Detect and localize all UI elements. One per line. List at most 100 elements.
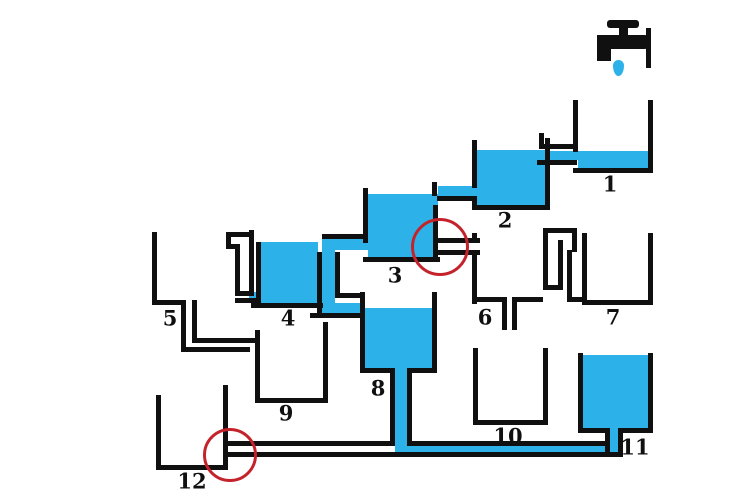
tank-2-wall-left-lower <box>472 196 477 210</box>
tank-9-wall-left <box>255 330 260 403</box>
faucet-body <box>602 35 648 49</box>
tank-12-wall-left <box>156 395 161 470</box>
branch-down-pipe-water <box>322 239 335 314</box>
right-elbow-inner-v <box>567 250 572 302</box>
tank-10-wall-left <box>473 348 478 425</box>
tank-8-drain-wall-right <box>407 368 412 446</box>
tank-8-drain-wall-left <box>390 368 395 446</box>
pipe-5-to-9-wall-outer-v <box>181 300 186 352</box>
tank-3-label: 3 <box>387 262 403 288</box>
tank-2-wall-right <box>545 138 550 208</box>
pipe-2-to-3-water <box>438 186 477 196</box>
left-elbow-mid-v <box>235 244 240 296</box>
tank-8-wall-left <box>360 292 365 373</box>
tank-5-wall-bottom <box>152 300 186 305</box>
tank-2-wall-left-upper <box>472 140 477 188</box>
tank-12-label: 12 <box>177 468 207 494</box>
water-drop-icon <box>613 60 624 76</box>
tank-11-drain-water <box>610 428 618 452</box>
tank-7-wall-bottom <box>582 300 653 305</box>
right-elbow-mid-v <box>558 240 563 290</box>
tank-11-wall-left <box>578 353 583 433</box>
faucet-mount-wall <box>646 28 651 68</box>
pipe-3-to-4-water <box>322 239 368 250</box>
pipe-5-to-9-wall-bottom <box>181 347 250 352</box>
pipe-2-to-3-wall-bottom <box>437 196 474 201</box>
tank-1-water <box>578 151 648 168</box>
tank-3-wall-left <box>363 188 368 243</box>
right-elbow-tall-v <box>543 228 548 290</box>
branch-pipe-inner-wall-v <box>335 252 340 298</box>
tank-11-drain-wall-left <box>605 428 610 452</box>
tank-2-water <box>477 150 545 205</box>
tank-4-wall-bottom <box>251 303 323 308</box>
right-elbow-low-h1 <box>543 285 563 290</box>
pipe-5-to-9-wall-inner-v <box>192 300 197 343</box>
tank-11-water <box>583 355 648 428</box>
pipe-2-to-1-water <box>550 151 578 160</box>
tank-9-label: 9 <box>278 400 294 426</box>
tank-6-wall-left-upper <box>472 233 477 240</box>
right-elbow-outer-v <box>572 228 577 252</box>
tank-2-wall-bottom <box>472 205 550 210</box>
tank-7-wall-left <box>582 233 587 305</box>
tank-1-wall-bottom <box>573 168 653 173</box>
tank-11-wall-bottom-right <box>618 428 653 433</box>
tank-8-wall-bottom-left <box>360 368 390 373</box>
tank-7-wall-right <box>648 233 653 305</box>
tank-10-wall-right <box>543 348 548 425</box>
faucet-handle-stem <box>619 26 628 38</box>
pipe-5-to-9-wall-top <box>192 338 256 343</box>
right-elbow-low-h2 <box>567 297 587 302</box>
tank-11-drain-wall-right <box>618 433 623 452</box>
bottom-pipe-wall-top-right <box>407 441 605 446</box>
tank-7-label: 7 <box>605 304 621 330</box>
tank-9-wall-right <box>323 322 328 403</box>
branch-pipe-wall-left <box>317 252 322 314</box>
bottom-pipe-wall-bottom <box>226 452 623 457</box>
branch-pipe-inner-wall-h <box>335 293 360 298</box>
tank-9-wall-bottom <box>255 398 328 403</box>
tank-10-wall-bottom <box>473 420 548 425</box>
pipe-2-to-1-stub <box>539 133 544 149</box>
tank-3-wall-bottom <box>363 257 440 262</box>
pipe-3-to-4-wall-top <box>322 234 368 239</box>
left-elbow-floor <box>235 298 261 303</box>
tank-12-wall-right <box>223 385 228 470</box>
left-elbow-tall-v <box>249 230 254 296</box>
tank-4-wall-left <box>256 242 261 303</box>
branch-elbow-water <box>322 303 360 313</box>
bottom-pipe-water <box>395 446 618 452</box>
tank-3-inlet-stub <box>432 182 437 196</box>
bottom-pipe-wall-top-left <box>228 441 390 446</box>
tank-6-wall-left-lower <box>472 252 477 304</box>
tank-6-wall-bottom-right <box>517 297 543 302</box>
tank-8-wall-right <box>432 292 437 373</box>
tank-8-label: 8 <box>370 375 386 401</box>
tank-1-wall-left <box>573 100 578 152</box>
tank-5-label: 5 <box>162 305 178 331</box>
tank-4-label: 4 <box>280 305 296 331</box>
tank-8-wall-bottom-right <box>407 368 437 373</box>
tank-1-label: 1 <box>602 171 618 197</box>
elbow-seep-water <box>249 292 260 298</box>
faucet-icon <box>607 20 639 28</box>
tank-11-label: 11 <box>620 434 650 460</box>
right-elbow-top-bar <box>543 228 577 233</box>
tank-5-wall-left <box>152 232 157 305</box>
faucet-spout <box>597 35 611 61</box>
tank-6-drain-wall-right <box>512 297 517 330</box>
tank-6-drain-wall-left <box>502 297 507 330</box>
tank-2-label: 2 <box>497 207 513 233</box>
tank-1-wall-right <box>648 100 653 173</box>
tank-10-label: 10 <box>493 423 523 449</box>
pipe-2-to-1-wall-bottom <box>537 160 577 165</box>
branch-pipe-wall-bottom <box>310 313 362 318</box>
left-elbow-inner-h <box>226 244 240 249</box>
sealed-junction-highlight-tank3 <box>411 218 469 276</box>
tank-11-wall-bottom-left <box>578 428 605 433</box>
left-elbow-top-bar <box>226 232 254 237</box>
sealed-junction-highlight-tank12 <box>203 428 257 482</box>
tank-11-wall-right <box>648 353 653 433</box>
